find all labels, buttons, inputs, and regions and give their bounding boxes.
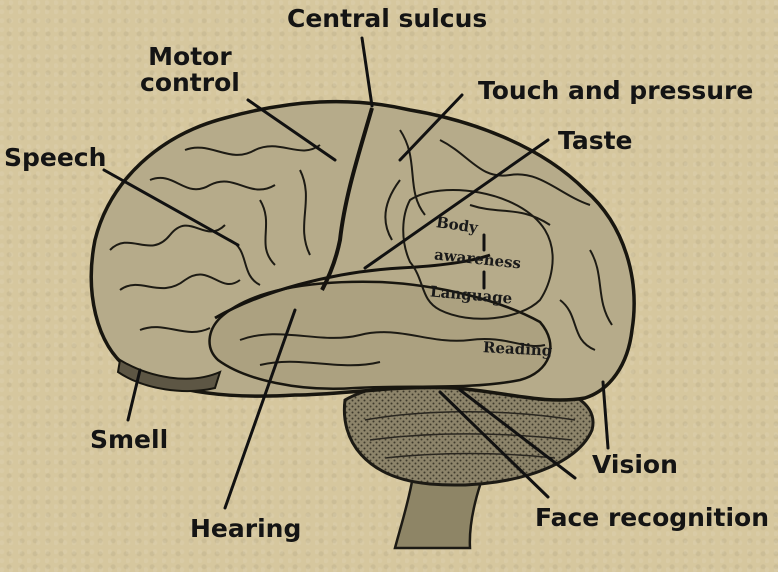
label-vision: Vision bbox=[592, 452, 678, 478]
label-speech: Speech bbox=[4, 145, 106, 171]
label-reading: Reading bbox=[483, 340, 553, 359]
label-hearing: Hearing bbox=[190, 516, 301, 542]
label-central-sulcus: Central sulcus bbox=[287, 6, 487, 32]
leader-vision bbox=[603, 382, 608, 448]
label-face-recognition: Face recognition bbox=[535, 505, 769, 531]
label-motor-control: Motor control bbox=[140, 44, 240, 97]
label-touch-and-pressure: Touch and pressure bbox=[478, 78, 753, 104]
leader-central-sulcus bbox=[362, 38, 372, 106]
label-taste: Taste bbox=[558, 128, 633, 154]
label-smell: Smell bbox=[90, 427, 168, 453]
